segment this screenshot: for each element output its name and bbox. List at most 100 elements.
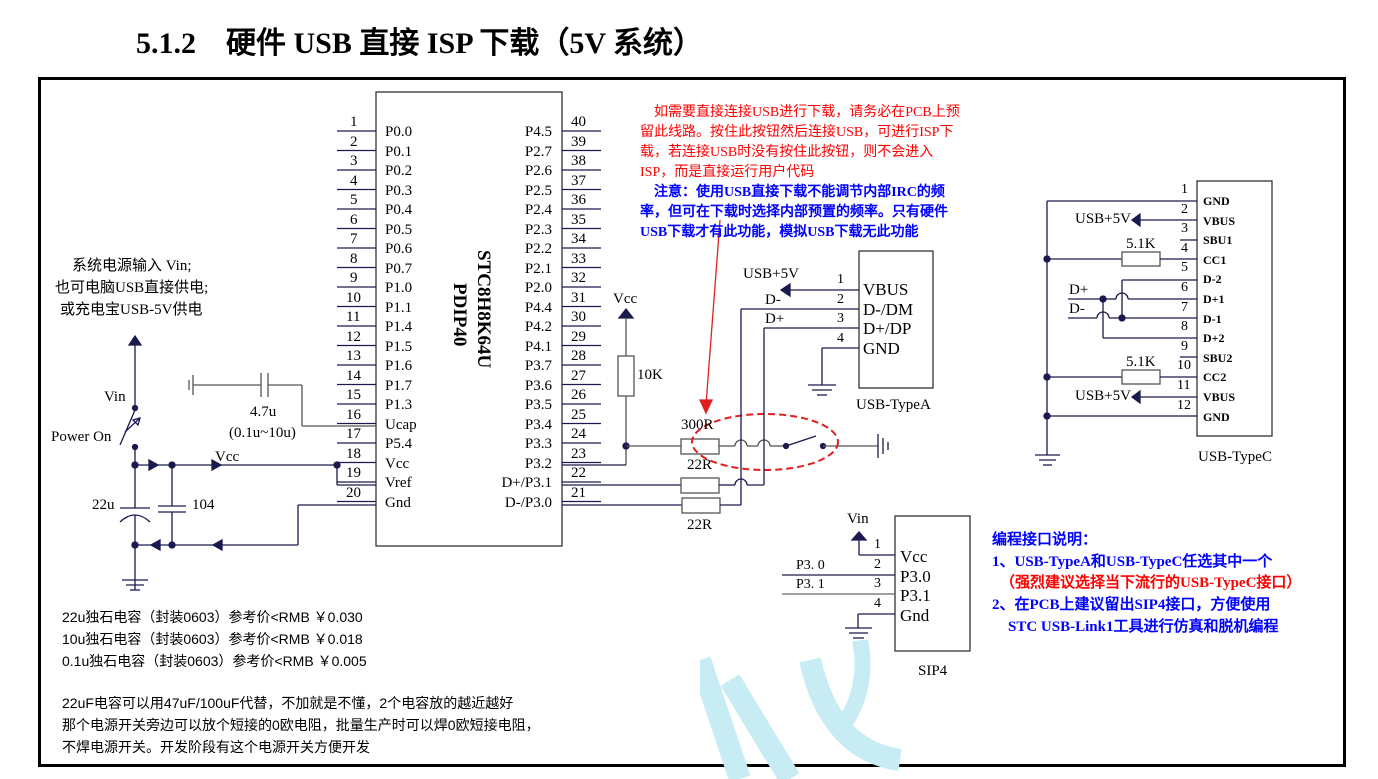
usba-pin-number: 4 <box>837 330 844 346</box>
pullup-10k-label: 10K <box>637 367 663 383</box>
price-note-3: 0.1u独石电容（封装0603）参考价<RMB ￥0.005 <box>62 653 367 669</box>
chip-pin-number: 6 <box>350 211 358 228</box>
cap-note-3: 不焊电源开关。开发阶段有这个电源开关方便开发 <box>62 739 370 755</box>
chip-pin-label: P2.3 <box>524 221 552 238</box>
usbc-pin-number: 2 <box>1181 201 1188 217</box>
power-desc-3: 或充电宝USB-5V供电 <box>60 302 203 318</box>
chip-pin-number: 31 <box>571 289 586 306</box>
usbc-pin-number: 6 <box>1181 280 1188 295</box>
chip-pin-label: P0.5 <box>385 221 413 238</box>
chip-pin-number: 23 <box>571 445 586 462</box>
chip-pin-number: 32 <box>571 270 586 286</box>
chip-pin-number: 12 <box>346 328 361 345</box>
chip-pin-number: 13 <box>346 348 361 364</box>
chip-pin-label: P0.6 <box>385 241 413 257</box>
usbc-pin-label: VBUS <box>1203 390 1236 404</box>
chip-pin-label: P3.3 <box>524 436 552 452</box>
chip-pin-number: 39 <box>571 133 586 150</box>
chip-pin-label: P2.1 <box>524 260 552 277</box>
chip-pin-number: 21 <box>571 484 586 501</box>
usba-5v-net: USB+5V <box>743 266 799 282</box>
usbc-pin-label: SBU2 <box>1203 350 1233 365</box>
red-note-line-3: 载，若连接USB时没有按住此按钮，则不会进入 <box>640 145 934 160</box>
usbc-pin-number: 1 <box>1181 182 1188 197</box>
prog-note-title: 编程接口说明： <box>992 532 1098 548</box>
cap-22u-label: 22u <box>92 497 115 513</box>
sip4-pin-label: P3.1 <box>900 586 931 606</box>
usba-pin-label: GND <box>863 338 900 358</box>
blue-note-line-2: 率，但可在下载时选择内部预置的频率。只有硬件 <box>640 205 948 220</box>
usbc-pin-label: CC1 <box>1203 252 1227 267</box>
chip-pin-number: 18 <box>346 445 361 462</box>
blue-note-line-1: 注意：使用USB直接下载不能调节内部IRC的频 <box>654 185 945 200</box>
prog-note-line-2: （强烈建议选择当下流行的USB-TypeC接口） <box>1000 575 1302 591</box>
chip-pin-label: P0.3 <box>385 182 413 199</box>
chip-pin-number: 30 <box>571 309 586 325</box>
power-switch-label[interactable]: Power On <box>51 429 112 445</box>
usba-dm-net: D- <box>765 292 781 308</box>
usbc-pin-label: VBUS <box>1203 213 1236 228</box>
sip4-pin-label: Gnd <box>900 605 930 625</box>
chip-pin-label: P0.2 <box>385 163 413 179</box>
usbc-pin-number: 4 <box>1181 240 1188 256</box>
usba-name: USB-TypeA <box>856 397 931 413</box>
schematic-frame <box>38 77 1346 767</box>
chip-pin-label: P3.5 <box>524 397 552 413</box>
chip-pin-label: Vcc <box>385 455 410 472</box>
usbc-pin-label: GND <box>1203 194 1230 208</box>
prog-note-line-4: STC USB-Link1工具进行仿真和脱机编程 <box>1008 619 1279 635</box>
usba-pin-number: 3 <box>837 311 844 326</box>
sip4-p31-net: P3. 1 <box>796 577 825 592</box>
chip-pin-label: P2.2 <box>524 241 552 257</box>
usba-pin-label: VBUS <box>863 280 909 299</box>
chip-pin-number: 22 <box>571 465 586 481</box>
chip-pin-number: 3 <box>350 153 358 169</box>
sip4-pin-number: 3 <box>874 576 881 592</box>
chip-pin-number: 36 <box>571 192 586 208</box>
chip-pin-number: 10 <box>346 289 361 306</box>
chip-pin-number: 14 <box>346 367 361 384</box>
chip-pin-label: Vref <box>385 475 412 491</box>
chip-pin-label: P5.4 <box>385 436 413 452</box>
chip-pin-label: P4.5 <box>524 124 552 140</box>
prog-note-line-3: 2、在PCB上建议留出SIP4接口，方便使用 <box>992 597 1271 613</box>
chip-pin-number: 8 <box>350 250 358 267</box>
chip-pin-label: P2.7 <box>524 143 552 160</box>
chip-pin-number: 20 <box>346 484 361 501</box>
chip-package: PDIP40 <box>449 283 470 347</box>
vin-label: Vin <box>104 389 126 405</box>
chip-pin-label: P2.6 <box>524 163 552 179</box>
chip-pin-label: P1.0 <box>385 280 413 296</box>
usbc-pin-label: D-2 <box>1203 272 1222 287</box>
chip-pin-number: 37 <box>571 172 586 189</box>
usba-dp-net: D+ <box>765 311 785 327</box>
usba-pin-label: D+/DP <box>863 319 912 338</box>
chip-pin-label: P0.4 <box>385 202 413 218</box>
usbc-pin-label: SBU1 <box>1203 233 1233 248</box>
chip-body <box>375 91 563 547</box>
chip-pin-number: 17 <box>346 426 361 442</box>
r22-top-label: 22R <box>687 457 713 473</box>
usbc-pin-number: 12 <box>1177 397 1191 413</box>
chip-pin-label: D-/P3.0 <box>504 494 552 511</box>
r22-bottom-label: 22R <box>687 517 713 533</box>
usbc-pin-number: 8 <box>1181 319 1188 335</box>
usbc-pin-label: D+2 <box>1203 331 1225 346</box>
section-title: 5.1.2 硬件 USB 直接 ISP 下载（5V 系统） <box>136 27 704 60</box>
price-note-2: 10u独石电容（封装0603）参考价<RMB ￥0.018 <box>62 631 363 647</box>
usba-pin-number: 2 <box>837 291 844 307</box>
ucap-value: 4.7u <box>250 404 277 420</box>
chip-pin-label: P3.6 <box>524 377 552 394</box>
chip-pin-label: P1.1 <box>385 299 413 316</box>
chip-pin-number: 40 <box>571 114 586 130</box>
sip4-vin-label: Vin <box>847 511 869 527</box>
chip-pin-number: 1 <box>350 114 358 130</box>
vcc-label: Vcc <box>215 449 240 465</box>
usbc-pin-label: GND <box>1203 409 1230 424</box>
cap-note-2: 那个电源开关旁边可以放个短接的0欧电阻，批量生产时可以焊0欧短接电阻， <box>62 717 540 733</box>
usba-pin-number: 1 <box>837 272 844 287</box>
usbc-5v-net-1: USB+5V <box>1075 211 1131 227</box>
sip4-name: SIP4 <box>918 663 948 679</box>
red-note-line-4: ISP，而是直接运行用户代码 <box>640 165 815 180</box>
